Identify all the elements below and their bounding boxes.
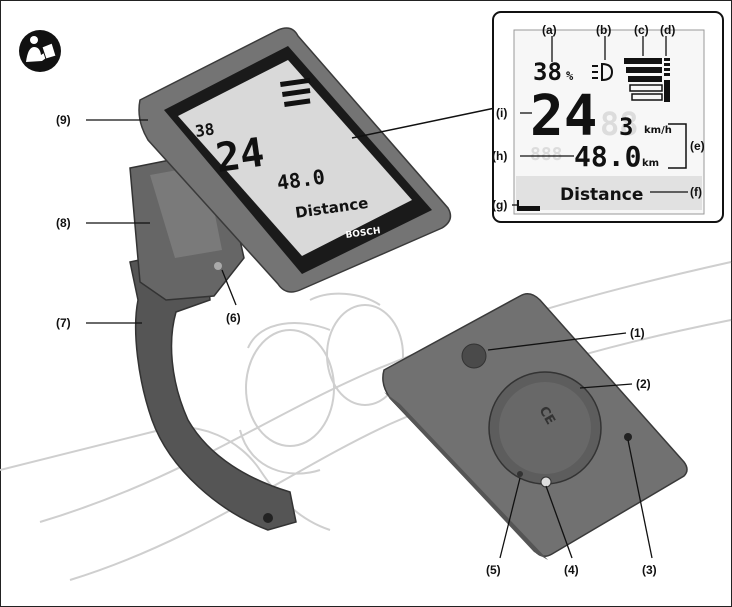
manual-reading-icon bbox=[19, 30, 61, 72]
mount-screw bbox=[263, 513, 273, 523]
callout-e: (e) bbox=[690, 139, 705, 153]
small-battery: 38 bbox=[194, 119, 216, 140]
headlight-icon bbox=[592, 62, 614, 82]
zoomed-display: 888 88 38 % 24 3 km/h 4 bbox=[492, 11, 724, 223]
small-speed: 24 bbox=[213, 130, 267, 182]
svg-text:88: 88 bbox=[600, 105, 639, 143]
callout-f: (f) bbox=[690, 185, 702, 199]
battery-cover-2: CE bbox=[488, 371, 602, 485]
screw-4 bbox=[540, 476, 552, 488]
callout-9: (9) bbox=[56, 113, 71, 127]
speed-unit: km/h bbox=[644, 125, 672, 136]
speed-decimal: 3 bbox=[619, 113, 633, 141]
callout-3: (3) bbox=[642, 563, 657, 577]
callout-8: (8) bbox=[56, 216, 71, 230]
callout-i: (i) bbox=[496, 106, 507, 120]
callout-c: (c) bbox=[634, 23, 649, 37]
mount-arm bbox=[129, 245, 297, 531]
callout-2: (2) bbox=[636, 377, 651, 391]
callout-4: (4) bbox=[564, 563, 579, 577]
svg-text:888: 888 bbox=[530, 144, 563, 165]
base-plate: CE bbox=[382, 293, 688, 560]
callout-1: (1) bbox=[630, 326, 645, 340]
callout-b: (b) bbox=[596, 23, 611, 37]
zoom-leader bbox=[351, 107, 496, 139]
battery-unit: % bbox=[566, 69, 574, 83]
callout-g: (g) bbox=[492, 198, 507, 212]
signal-bars bbox=[664, 58, 670, 102]
callout-6: (6) bbox=[226, 311, 241, 325]
speed-integer: 24 bbox=[530, 84, 597, 149]
small-brand: BOSCH bbox=[345, 226, 381, 241]
mode-text: Distance bbox=[560, 185, 643, 205]
distance-unit: km bbox=[642, 158, 659, 169]
hole-3 bbox=[624, 433, 632, 441]
battery-value: 38 bbox=[533, 58, 562, 86]
hole-5 bbox=[517, 471, 523, 477]
battery-level-bar bbox=[518, 206, 540, 211]
callout-7: (7) bbox=[56, 316, 71, 330]
distance-value: 48.0 bbox=[574, 140, 641, 173]
callout-d: (d) bbox=[660, 23, 675, 37]
callout-5: (5) bbox=[486, 563, 501, 577]
callout-h: (h) bbox=[492, 149, 507, 163]
assist-level-bars bbox=[624, 58, 663, 101]
display-unit: 38 24 48.0 Distance BOSCH bbox=[138, 27, 452, 293]
button-1 bbox=[461, 343, 487, 369]
bracket-e bbox=[668, 123, 687, 169]
callout-a: (a) bbox=[542, 23, 557, 37]
